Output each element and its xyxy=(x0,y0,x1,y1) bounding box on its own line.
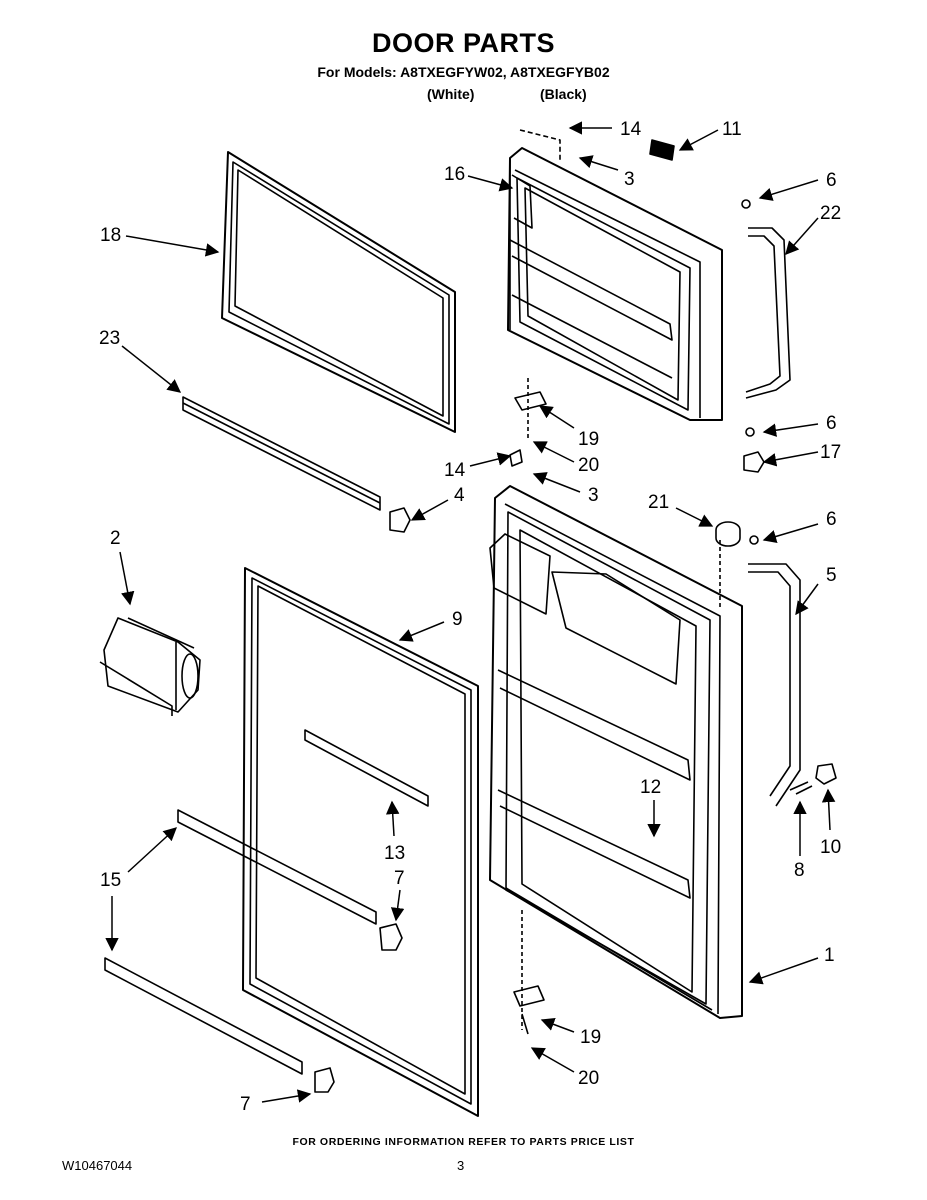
leader-21 xyxy=(675,507,714,527)
freezer-liner-strip-part xyxy=(182,396,381,511)
leader-15-up xyxy=(127,827,177,873)
callout-16: 16 xyxy=(444,164,465,185)
leader-17 xyxy=(762,451,819,467)
callout-9: 9 xyxy=(452,609,463,630)
leader-11 xyxy=(678,129,719,151)
freezer-handle-part xyxy=(741,199,791,437)
leader-16 xyxy=(467,175,514,192)
ordering-note: FOR ORDERING INFORMATION REFER TO PARTS … xyxy=(292,1136,635,1148)
callout-20-low: 20 xyxy=(578,1068,599,1089)
leader-20-top xyxy=(532,441,575,463)
leader-6-mid xyxy=(762,423,819,437)
leader-5 xyxy=(795,583,819,616)
callout-7-low: 7 xyxy=(240,1094,251,1115)
callout-6-top: 6 xyxy=(826,170,837,191)
leader-9 xyxy=(398,621,445,642)
leader-7-low xyxy=(261,1089,312,1103)
callout-12: 12 xyxy=(640,777,661,798)
callout-19-top: 19 xyxy=(578,429,599,450)
page-title: DOOR PARTS xyxy=(371,28,555,58)
leader-10 xyxy=(821,788,836,831)
callout-13: 13 xyxy=(384,843,405,864)
leader-18 xyxy=(125,235,220,257)
callout-5: 5 xyxy=(826,565,837,586)
leader-3-top xyxy=(578,155,619,171)
fresh-food-gasket-part xyxy=(242,567,479,1117)
leader-6-low xyxy=(762,523,819,544)
callout-21: 21 xyxy=(648,492,669,513)
freezer-door-part xyxy=(507,147,723,421)
callout-10: 10 xyxy=(820,837,841,858)
document-number: W10467044 xyxy=(62,1158,133,1173)
leader-3-mid xyxy=(532,472,581,493)
leader-1 xyxy=(748,957,819,985)
callout-8: 8 xyxy=(794,860,805,881)
callout-19-low: 19 xyxy=(580,1027,601,1048)
fresh-food-handle-part xyxy=(748,535,801,807)
label-part xyxy=(649,139,675,161)
callout-15: 15 xyxy=(100,870,121,891)
callout-11: 11 xyxy=(722,119,742,140)
models-line: For Models: A8TXEGFYW02, A8TXEGFYB02 xyxy=(317,64,610,80)
callout-6-mid: 6 xyxy=(826,413,837,434)
plug-part xyxy=(715,521,741,547)
dairy-bin-part xyxy=(99,617,201,716)
leader-4 xyxy=(410,499,449,521)
clip-part-7a xyxy=(379,923,403,951)
callout-2: 2 xyxy=(110,528,121,549)
leader-2 xyxy=(119,551,135,606)
upper-hinge-part xyxy=(514,391,547,411)
liner-strip-part-13 xyxy=(304,729,429,807)
variant-black-label: (Black) xyxy=(540,86,587,102)
leader-23 xyxy=(121,345,182,393)
clip-part xyxy=(389,507,411,533)
variant-white-label: (White) xyxy=(427,86,475,102)
clip-part-7b xyxy=(314,1067,335,1093)
fresh-food-door-part xyxy=(489,485,743,1019)
callout-3-top: 3 xyxy=(624,169,635,190)
callout-18: 18 xyxy=(100,225,121,246)
callout-3-mid: 3 xyxy=(588,485,599,506)
shim-part xyxy=(509,449,523,467)
callout-14-mid: 14 xyxy=(444,460,466,481)
leader-19-low xyxy=(540,1017,575,1033)
leader-19-top xyxy=(538,405,575,429)
leader-7-mid xyxy=(390,889,405,922)
callout-14-top: 14 xyxy=(620,119,642,140)
screw-part xyxy=(789,781,813,795)
liner-strip-part-15 xyxy=(104,809,377,1075)
callout-7-mid: 7 xyxy=(394,868,405,889)
callout-22: 22 xyxy=(820,203,841,224)
lower-hinge-part xyxy=(513,985,545,1007)
callout-17: 17 xyxy=(820,442,841,463)
leader-13 xyxy=(385,800,400,837)
cover-part xyxy=(815,763,837,785)
freezer-gasket-part xyxy=(221,151,456,433)
handle-cover-part xyxy=(743,451,765,473)
callout-1: 1 xyxy=(824,945,835,966)
leader-22 xyxy=(785,217,819,256)
leader-20-low xyxy=(530,1047,575,1073)
callout-20-top: 20 xyxy=(578,455,599,476)
leader-14-mid xyxy=(469,452,512,467)
callout-6-low: 6 xyxy=(826,509,837,530)
callout-23: 23 xyxy=(99,328,120,349)
page-number: 3 xyxy=(457,1158,465,1173)
callout-4: 4 xyxy=(454,485,465,506)
leader-6-top xyxy=(758,179,819,201)
